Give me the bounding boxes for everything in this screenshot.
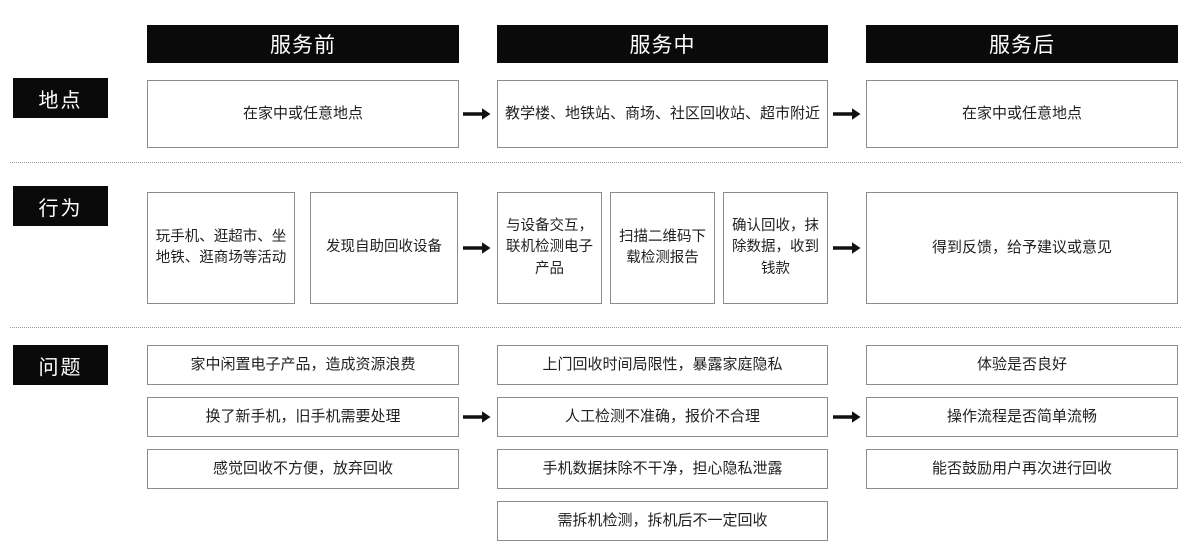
row-label-place: 地点	[13, 78, 108, 118]
flow-arrow-icon	[833, 107, 861, 121]
problem-after-cell-1: 体验是否良好	[866, 345, 1178, 385]
behavior-during-cell-3: 确认回收，抹除数据，收到钱款	[723, 192, 828, 304]
behavior-during-cell-1: 与设备交互，联机检测电子产品	[497, 192, 602, 304]
problem-during-cell-4: 需拆机检测，拆机后不一定回收	[497, 501, 828, 541]
row-separator-1	[10, 162, 1181, 163]
behavior-after-cell-1: 得到反馈，给予建议或意见	[866, 192, 1178, 304]
problem-during-cell-2: 人工检测不准确，报价不合理	[497, 397, 828, 437]
problem-before-cell-2: 换了新手机，旧手机需要处理	[147, 397, 459, 437]
problem-during-cell-1: 上门回收时间局限性，暴露家庭隐私	[497, 345, 828, 385]
phase-header-before: 服务前	[147, 25, 459, 63]
flow-arrow-icon	[833, 410, 861, 424]
behavior-during-cell-2: 扫描二维码下载检测报告	[610, 192, 715, 304]
place-during-cell: 教学楼、地铁站、商场、社区回收站、超市附近	[497, 80, 828, 148]
flow-arrow-icon	[463, 107, 491, 121]
flow-arrow-icon	[833, 241, 861, 255]
phase-header-after: 服务后	[866, 25, 1178, 63]
problem-after-cell-2: 操作流程是否简单流畅	[866, 397, 1178, 437]
place-before-cell: 在家中或任意地点	[147, 80, 459, 148]
row-label-behavior: 行为	[13, 186, 108, 226]
row-label-problem: 问题	[13, 345, 108, 385]
row-separator-2	[10, 327, 1181, 328]
behavior-before-cell-1: 玩手机、逛超市、坐地铁、逛商场等活动	[147, 192, 295, 304]
problem-after-cell-3: 能否鼓励用户再次进行回收	[866, 449, 1178, 489]
flow-arrow-icon	[463, 410, 491, 424]
phase-header-during: 服务中	[497, 25, 828, 63]
place-after-cell: 在家中或任意地点	[866, 80, 1178, 148]
behavior-before-cell-2: 发现自助回收设备	[310, 192, 458, 304]
problem-during-cell-3: 手机数据抹除不干净，担心隐私泄露	[497, 449, 828, 489]
problem-before-cell-1: 家中闲置电子产品，造成资源浪费	[147, 345, 459, 385]
flow-arrow-icon	[463, 241, 491, 255]
problem-before-cell-3: 感觉回收不方便，放弃回收	[147, 449, 459, 489]
